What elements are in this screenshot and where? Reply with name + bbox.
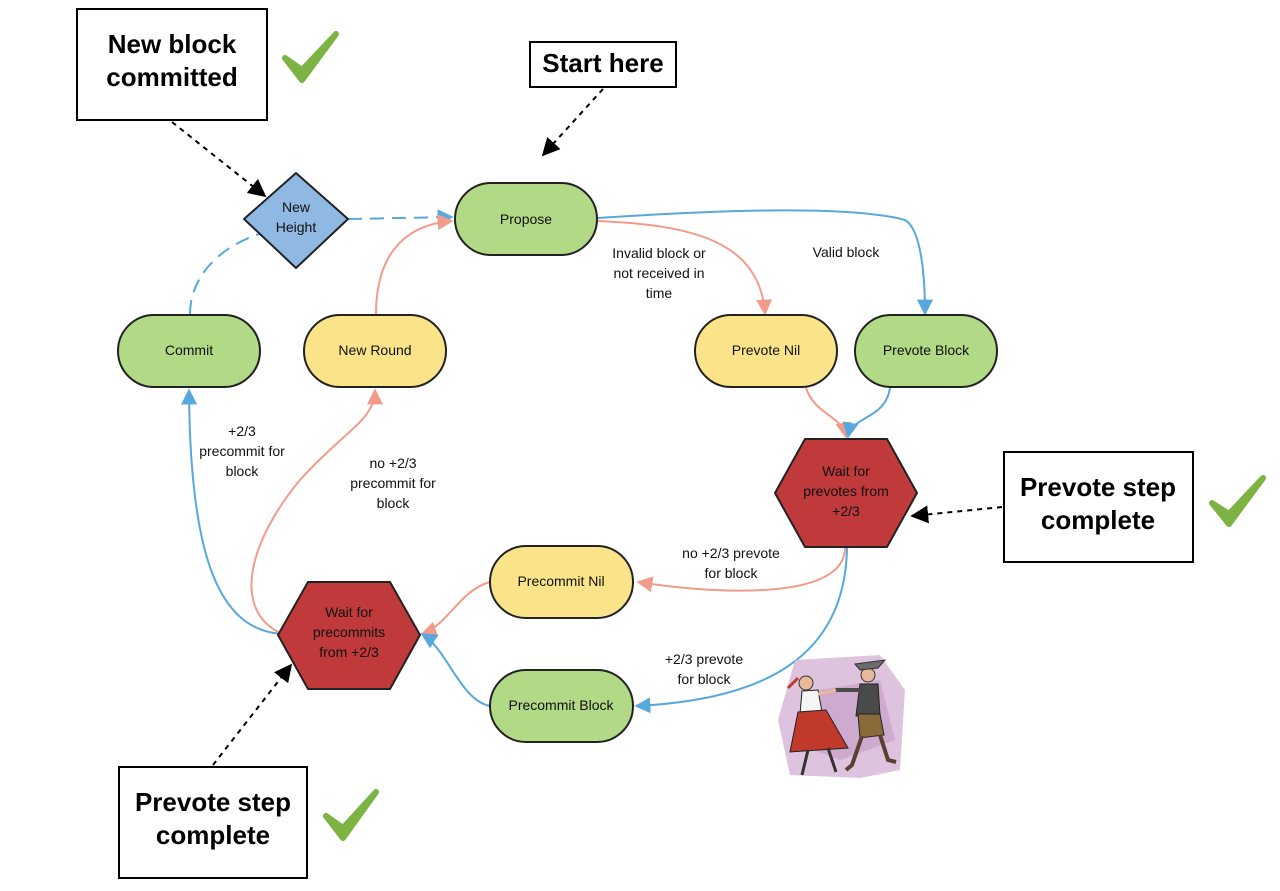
pointer-new-block [171, 121, 267, 198]
node-prevote-nil: Prevote Nil [694, 314, 838, 388]
edge-commit-newheight [189, 232, 263, 315]
callout-start-here: Start here [529, 41, 677, 88]
node-prevote-block: Prevote Block [854, 314, 998, 388]
node-precommit-nil-label: Precommit Nil [517, 573, 604, 589]
edge-newheight-propose [347, 209, 454, 226]
node-precommit-nil: Precommit Nil [489, 545, 634, 619]
edge-waitprevotes-precommitnil [636, 547, 846, 593]
edge-prevoteblock-waitprevotes [842, 387, 891, 439]
dancing-couple-icon [778, 655, 905, 778]
edge-precommitblock-waitprecommits [420, 633, 491, 707]
edge-propose-prevoteblock [597, 209, 933, 316]
node-precommit-block: Precommit Block [489, 669, 634, 743]
edge-precommitnil-waitprecommits [420, 581, 491, 637]
edge-newround-propose [375, 214, 454, 315]
pointer-prevote-right [910, 505, 1003, 524]
edge-prevotenil-waitprevotes [805, 387, 852, 439]
checkmark-icon [1209, 475, 1266, 527]
edge-label-valid-block: Valid block [813, 244, 881, 260]
edge-waitprevotes-precommitblock [634, 547, 848, 714]
node-new-round: New Round [303, 314, 447, 388]
checkmark-icon [323, 789, 379, 841]
node-propose-label: Propose [500, 211, 552, 227]
node-commit: Commit [117, 314, 261, 388]
node-precommit-block-label: Precommit Block [508, 697, 614, 713]
node-new-round-label: New Round [338, 342, 411, 358]
pointer-start-here [541, 88, 604, 157]
callout-start-here-text: Start here [542, 48, 663, 78]
edge-waitprecommits-commit [181, 388, 283, 635]
node-commit-label: Commit [165, 342, 213, 358]
node-prevote-nil-label: Prevote Nil [732, 342, 800, 358]
edges [181, 209, 933, 714]
edge-waitprecommits-newround [250, 388, 383, 635]
checkmark-icon [282, 31, 339, 83]
node-propose: Propose [454, 182, 598, 256]
node-prevote-block-label: Prevote Block [883, 342, 970, 358]
pointer-prevote-bottom [212, 663, 293, 766]
edge-propose-prevotenil [597, 220, 772, 316]
